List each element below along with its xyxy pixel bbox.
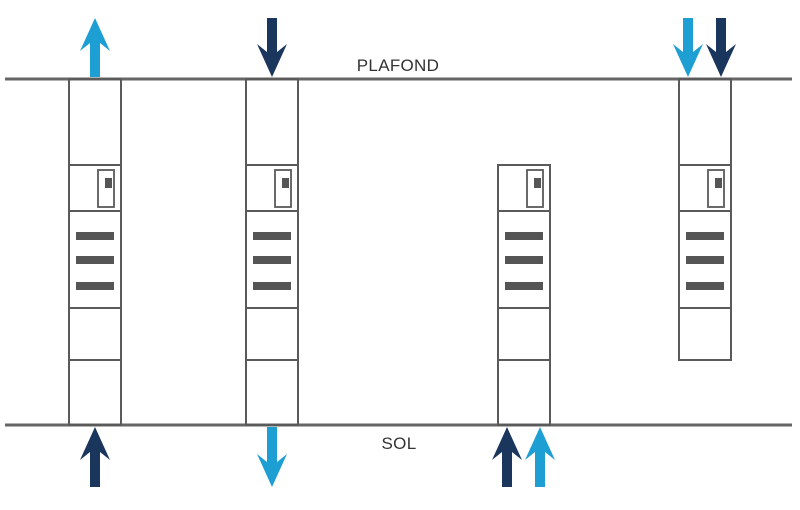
arrow-up-icon — [80, 427, 110, 487]
grille-bar — [76, 282, 114, 290]
control-panel-icon — [707, 169, 725, 208]
arrow-down-icon — [673, 18, 703, 77]
arrow-up-icon — [492, 427, 522, 487]
control-panel-icon — [274, 169, 292, 208]
grille-bar — [253, 256, 291, 264]
grille-bar — [686, 256, 724, 264]
column-frame — [68, 78, 122, 426]
grille-bar — [253, 232, 291, 240]
grille-bar — [686, 232, 724, 240]
column-frame — [497, 164, 551, 426]
arrow-down-icon — [706, 18, 736, 77]
grille-bar — [76, 232, 114, 240]
indicator-light — [105, 178, 112, 188]
floor-label: SOL — [382, 434, 417, 453]
grille-bar — [253, 282, 291, 290]
indicator-light — [715, 178, 722, 188]
grille-bar — [686, 282, 724, 290]
column-3 — [497, 164, 551, 426]
column-2 — [245, 78, 299, 426]
arrow-down-icon — [257, 18, 287, 77]
columns — [68, 78, 732, 426]
grille-bar — [76, 256, 114, 264]
arrow-up-icon — [80, 18, 110, 77]
column-frame — [678, 78, 732, 361]
arrows — [80, 18, 736, 487]
control-panel-icon — [97, 169, 115, 208]
arrow-up-icon — [525, 427, 555, 487]
grille-bar — [505, 256, 543, 264]
ceiling-label: PLAFOND — [357, 56, 439, 75]
grille-bar — [505, 282, 543, 290]
grille-bar — [505, 232, 543, 240]
column-1 — [68, 78, 122, 426]
indicator-light — [282, 178, 289, 188]
control-panel-icon — [526, 169, 544, 208]
indicator-light — [534, 178, 541, 188]
column-frame — [245, 78, 299, 426]
arrow-down-icon — [257, 427, 287, 487]
column-4 — [678, 78, 732, 361]
